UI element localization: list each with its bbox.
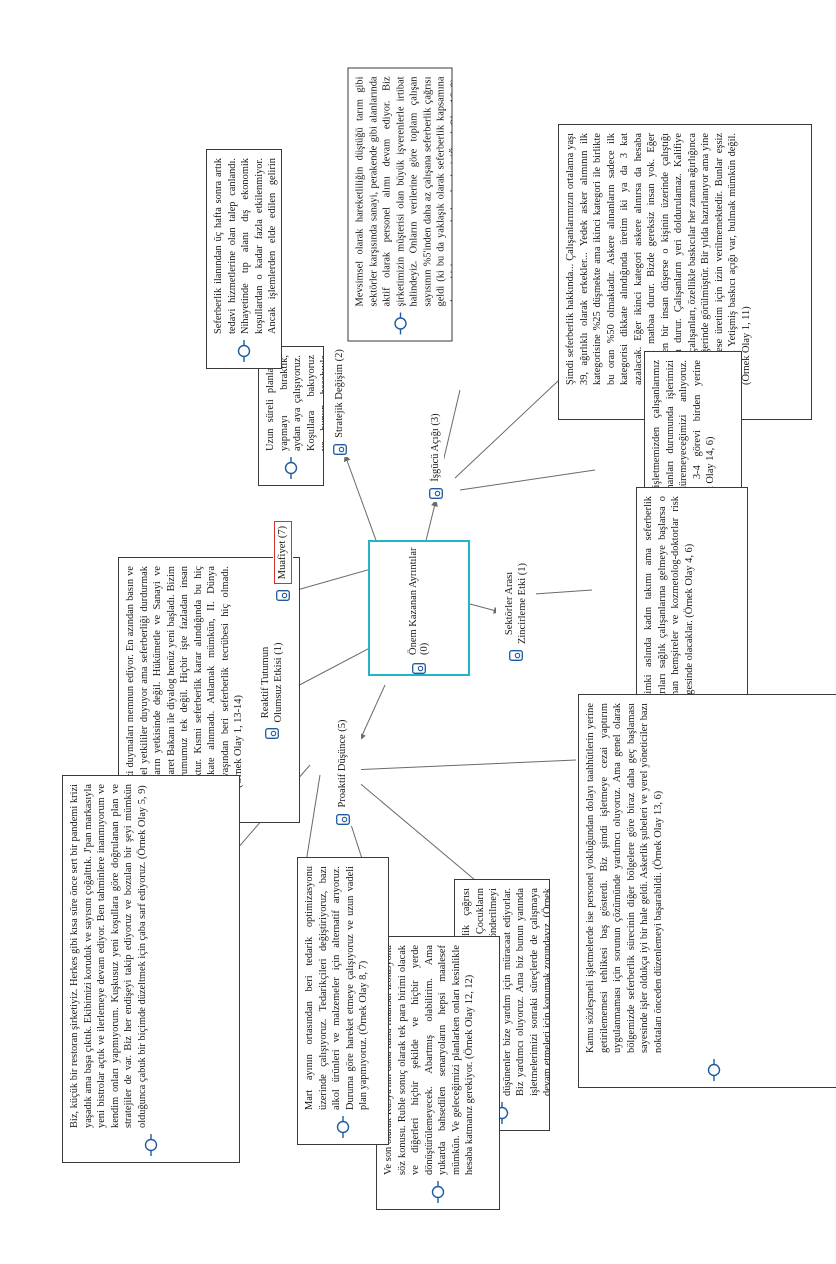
code-document-icon <box>509 650 523 661</box>
memo-box-stratejik-2: Seferberlik ilanından üç hafta sonra art… <box>206 149 282 369</box>
edge-center-proaktif <box>359 684 386 741</box>
code-node-sektorler-label-1: Sektörler Arası <box>503 571 515 636</box>
code-node-isgucu[interactable]: İşgücü Açığı (3) <box>428 410 444 502</box>
memo-text: Bizi duymaları memnun ediyor. En azından… <box>125 566 245 788</box>
memo-text: Uzun süreli planlama yapmayı bıraktık, a… <box>265 355 324 451</box>
code-node-sektorler[interactable]: Sektörler Arası Zincirleme Etki (1) <box>496 558 536 666</box>
memo-box-proaktif-3: Ve son olarak Rusya'nın daha fazla finan… <box>376 936 500 1210</box>
memo-text: Mart ayının ortasından beri tedarik opti… <box>304 866 370 1110</box>
memo-text: Bizimki aslında kadın takımı ama seferbe… <box>643 496 695 708</box>
code-document-icon <box>429 487 443 499</box>
memo-box-proaktif-1: Kamu sözleşmeli işletmelerde ise persone… <box>578 694 836 1088</box>
code-document-icon <box>336 813 350 825</box>
code-node-sektorler-label-2: Zincirleme Etki (1) <box>517 562 528 645</box>
memo-pin-icon <box>284 457 298 479</box>
code-node-isgucu-label: İşgücü Açığı (3) <box>430 413 442 482</box>
code-document-icon <box>276 590 290 602</box>
memo-box-proaktif-4: Mart ayının ortasından beri tedarik opti… <box>297 857 389 1145</box>
memo-pin-icon <box>393 312 407 335</box>
code-node-muafiyet[interactable]: Muafiyet (7) <box>273 518 293 604</box>
memo-pin-icon <box>144 1134 158 1156</box>
edge-isgucu-m6 <box>459 469 596 491</box>
memo-pin-icon <box>431 1181 445 1203</box>
memo-text: Seferberlik ilanından üç hafta sonra art… <box>213 158 282 334</box>
memo-pin-icon <box>237 340 251 362</box>
code-node-stratejik-label: Stratejik Değişim (2) <box>334 349 346 438</box>
memo-text: Kamu sözleşmeli işletmelerde ise persone… <box>585 703 664 1053</box>
code-node-proaktif[interactable]: Proaktif Düşünce (5) <box>325 718 361 826</box>
edge-isgucu-m5 <box>454 364 576 479</box>
code-node-stratejik[interactable]: Stratejik Değişim (2) <box>332 347 348 457</box>
memo-text: Biz, küçük bir restoran şirketiyiz. Herk… <box>69 784 148 1128</box>
code-node-proaktif-label: Proaktif Düşünce (5) <box>337 719 349 808</box>
memo-text: Şimdi seferberlik hakkında... Çalışanlar… <box>565 133 752 385</box>
code-node-reaktif[interactable]: Reaktif Tutumun Olumsuz Etkisi (1) <box>252 638 292 744</box>
code-document-icon <box>333 443 347 455</box>
center-node[interactable]: Önem Kazanan Ayrıntılar (0) <box>368 540 470 676</box>
code-document-icon <box>412 663 426 674</box>
memo-box-isgucu-1: Mevsimsel olarak hareketliliğin düştüğü … <box>347 67 453 342</box>
memo-box-stratejik-1: Uzun süreli planlama yapmayı bıraktık, a… <box>258 346 324 486</box>
code-node-reaktif-label-1: Reaktif Tutumun <box>259 646 271 719</box>
code-node-reaktif-label-2: Olumsuz Etkisi (1) <box>273 642 284 723</box>
memo-box-proaktif-5: Biz, küçük bir restoran şirketiyiz. Herk… <box>62 775 240 1163</box>
memo-pin-icon <box>336 1116 350 1138</box>
edge-proaktif-m9 <box>349 774 476 881</box>
center-node-label: Önem Kazanan Ayrıntılar (0) <box>408 547 430 656</box>
memo-text: Ve son olarak Rusya'nın daha fazla finan… <box>383 945 476 1175</box>
code-document-icon <box>265 728 279 740</box>
code-node-muafiyet-label: Muafiyet (7) <box>274 520 292 585</box>
edge-proaktif-m8 <box>349 759 577 771</box>
memo-text: Mevsimsel olarak hareketliliğin düştüğü … <box>354 76 453 307</box>
memo-pin-icon <box>707 1059 721 1081</box>
